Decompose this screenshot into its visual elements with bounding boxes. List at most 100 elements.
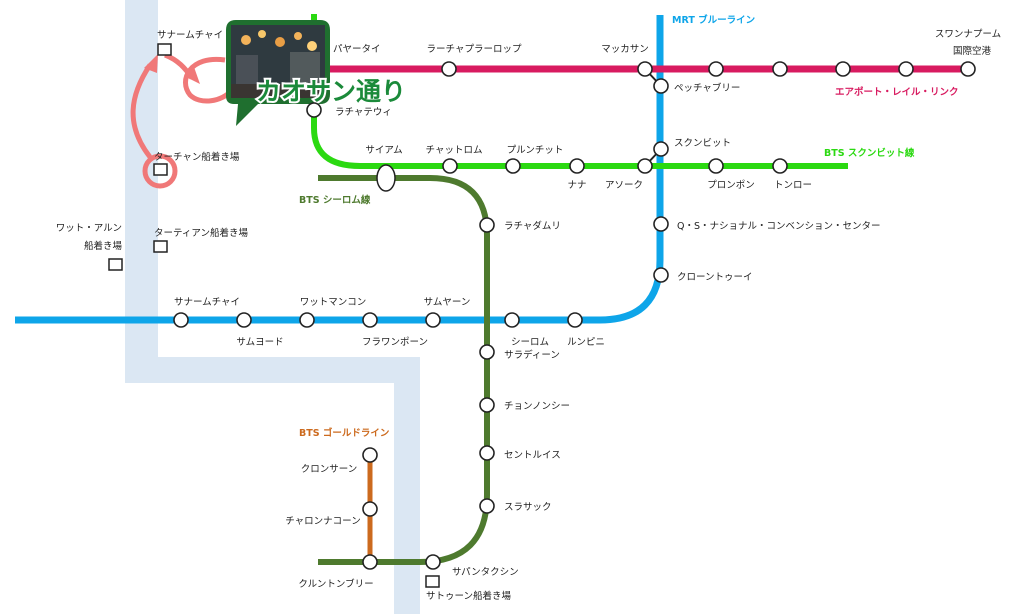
label-wat-arun-pier-1: ワット・アルン xyxy=(56,223,122,234)
photo-light xyxy=(294,32,302,40)
bts-gold-line-name: BTS ゴールドライン xyxy=(299,427,389,439)
label-ratchadamri: ラチャダムリ xyxy=(504,220,561,232)
stations xyxy=(173,61,976,570)
label-chong-nonsi: チョンノンシー xyxy=(504,401,570,412)
station-chong-nonsi[interactable] xyxy=(479,397,495,413)
label-silom-2: サラディーン xyxy=(504,349,560,361)
pier-wat-arun xyxy=(108,258,123,271)
highlight-arrow-up xyxy=(130,63,153,159)
station-sala-daeng[interactable] xyxy=(479,344,495,360)
station-krung-thon-buri[interactable] xyxy=(362,554,378,570)
station-chit-lom[interactable] xyxy=(442,158,458,174)
station-suvarnabhumi[interactable] xyxy=(960,61,976,77)
label-samnam-chai-pier: サナームチャイ xyxy=(157,30,223,41)
bts-silom-line-name: BTS シーロム線 xyxy=(299,194,371,206)
station-ratchathewi[interactable] xyxy=(306,102,322,118)
photo-light xyxy=(307,41,317,51)
label-phloen-chit: プルンチット xyxy=(507,145,564,156)
highlight-loop xyxy=(183,56,234,104)
piers xyxy=(108,43,440,588)
label-tha-chang-pier: ターチャン船着き場 xyxy=(154,151,240,163)
bts-silom-line xyxy=(318,175,490,565)
callout-photo-lights xyxy=(231,30,325,98)
station-phloen-chit[interactable] xyxy=(505,158,521,174)
khaosan-road-callout: カオサン通り xyxy=(226,20,408,126)
label-suvarnabhumi-1: スワンナプーム xyxy=(935,29,1001,40)
label-sam-yan: サムヤーン xyxy=(424,297,471,308)
label-asok: アソーク xyxy=(605,180,643,191)
label-hua-lamphong: フラワンポーン xyxy=(362,337,428,348)
station-lumphini[interactable] xyxy=(567,312,583,328)
label-thong-lo: トンロー xyxy=(774,180,812,191)
station-thong-lo[interactable] xyxy=(772,158,788,174)
label-surasak: スラサック xyxy=(504,502,552,513)
station-saphan-taksin[interactable] xyxy=(425,554,441,570)
airport-link-line-name: エアポート・レイル・リンク xyxy=(835,86,959,98)
mrt-blue-line-name: MRT ブルーライン xyxy=(672,14,755,26)
station-airport-mid-2[interactable] xyxy=(772,61,788,77)
station-charoen-nakhon[interactable] xyxy=(362,501,378,517)
label-saphan-taksin: サパンタクシン xyxy=(452,567,519,578)
station-saint-louis[interactable] xyxy=(479,445,495,461)
label-lumphini: ルンピニ xyxy=(567,337,605,348)
bts-sukhumvit-line-name: BTS スクンビット線 xyxy=(824,147,915,159)
station-labels: サナームチャイターチャン船着き場ターティアン船着き場ワット・アルン船着き場サトゥ… xyxy=(56,29,1001,602)
label-silom-1: シーロム xyxy=(511,337,549,348)
station-ratchaprarop[interactable] xyxy=(441,61,457,77)
label-tha-tien-pier: ターティアン船着き場 xyxy=(154,227,249,239)
photo-light xyxy=(275,37,285,47)
label-suvarnabhumi-2: 国際空港 xyxy=(953,45,992,57)
siam-interchange[interactable] xyxy=(376,164,396,192)
station-qsncc[interactable] xyxy=(653,216,669,232)
label-sanam-chai: サナームチャイ xyxy=(174,297,240,308)
label-saint-louis: セントルイス xyxy=(504,450,561,461)
mrt-blue-line xyxy=(15,15,664,324)
label-makkasan: マッカサン xyxy=(601,44,649,55)
label-phetchaburi: ペッチャブリー xyxy=(674,82,740,94)
label-qsncc: Q・S・ナショナル・コンベンション・センター xyxy=(677,221,881,232)
label-ratchathewi: ラチャテウィ xyxy=(335,107,392,118)
station-khlong-san[interactable] xyxy=(362,447,378,463)
pier-sathorn xyxy=(425,575,440,588)
station-asok[interactable] xyxy=(637,158,653,174)
station-wat-mangkon[interactable] xyxy=(299,312,315,328)
photo-light xyxy=(258,30,266,38)
station-surasak[interactable] xyxy=(479,498,495,514)
pier-tha-tien xyxy=(153,240,168,253)
label-wat-arun-pier-2: 船着き場 xyxy=(84,240,123,252)
callout-title: カオサン通り xyxy=(256,77,406,106)
station-silom[interactable] xyxy=(504,312,520,328)
label-sam-yot: サムヨード xyxy=(236,337,283,348)
station-sam-yot[interactable] xyxy=(236,312,252,328)
tha-chang-highlight-ring xyxy=(142,153,178,189)
photo-street xyxy=(231,84,325,98)
photo-light xyxy=(241,35,251,45)
station-sukhumvit[interactable] xyxy=(653,141,669,157)
station-phetchaburi[interactable] xyxy=(653,78,669,94)
station-phrom-phong[interactable] xyxy=(708,158,724,174)
station-ratchadamri[interactable] xyxy=(479,217,495,233)
station-makkasan[interactable] xyxy=(637,61,653,77)
route-highlight xyxy=(130,52,234,189)
station-hua-lamphong[interactable] xyxy=(362,312,378,328)
station-sanam-chai[interactable] xyxy=(173,312,189,328)
label-ratchaprarop: ラーチャプラーロップ xyxy=(427,44,522,55)
label-phrom-phong: プロンポン xyxy=(707,180,755,191)
label-nana: ナナ xyxy=(567,180,586,191)
label-sathorn-pier: サトゥーン船着き場 xyxy=(426,590,512,602)
station-khlong-toei[interactable] xyxy=(653,267,669,283)
highlight-arrowhead-up xyxy=(144,54,158,73)
label-siam: サイアム xyxy=(365,145,402,156)
station-airport-mid-4[interactable] xyxy=(898,61,914,77)
station-nana[interactable] xyxy=(569,158,585,174)
label-khlong-toei: クローントゥーイ xyxy=(677,272,753,283)
highlight-arrowhead-right xyxy=(184,67,200,84)
label-chit-lom: チャットロム xyxy=(426,145,483,156)
station-airport-mid-3[interactable] xyxy=(835,61,851,77)
station-sam-yan[interactable] xyxy=(425,312,441,328)
station-airport-mid-1[interactable] xyxy=(708,61,724,77)
label-sukhumvit: スクンビット xyxy=(674,138,731,149)
pier-tha-chang xyxy=(153,163,168,176)
